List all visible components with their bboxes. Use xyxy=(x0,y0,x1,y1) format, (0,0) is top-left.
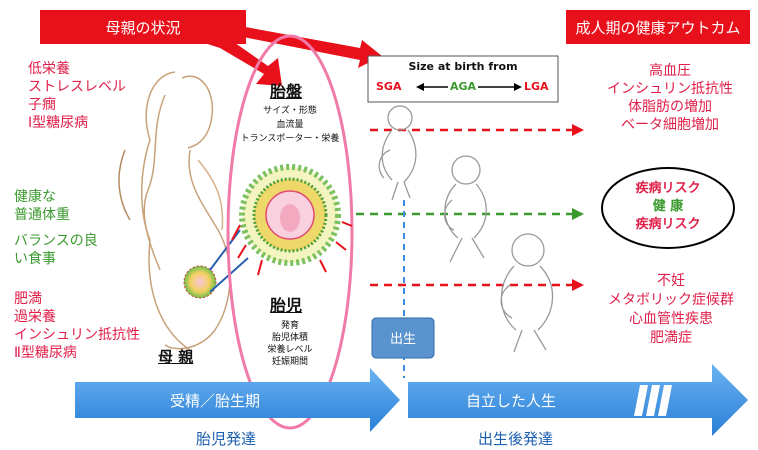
list-item: トランスポーター・栄養 xyxy=(240,132,340,146)
postnatal-label: 自立した人生 xyxy=(466,390,556,411)
list-item: Ⅰ型糖尿病 xyxy=(28,114,126,132)
prenatal-label: 受精／胎生期 xyxy=(170,390,260,411)
list-item: 健康な xyxy=(14,188,98,206)
adult-outcome-header-label: 成人期の健康アウトカム xyxy=(575,17,740,38)
fetus-items: 発育 胎児体積 栄養レベル 妊娠期間 xyxy=(246,320,334,368)
belly-embryo-icon xyxy=(184,266,216,298)
mother-group-healthy: 健康な 普通体重 バランスの良 い食事 xyxy=(14,188,98,268)
adult-outcome-header: 成人期の健康アウトカム xyxy=(566,10,750,44)
list-item: 子癇 xyxy=(28,96,126,114)
baby-sga-icon xyxy=(379,106,416,200)
mother-label: 母 親 xyxy=(158,346,193,367)
list-item: 肥満症 xyxy=(596,329,746,348)
postnatal-development-label: 出生後発達 xyxy=(478,428,553,449)
list-item: ベータ細胞増加 xyxy=(600,116,740,134)
list-item: い食事 xyxy=(14,250,98,268)
aga-label: AGA xyxy=(450,80,476,93)
placenta-items: サイズ・形態 血流量 トランスポーター・栄養 xyxy=(240,104,340,146)
list-item: インシュリン抵抗性 xyxy=(14,326,140,344)
outcome-top: 高血圧 インシュリン抵抗性 体脂肪の増加 ベータ細胞増加 xyxy=(600,62,740,134)
fetus-title: 胎児 xyxy=(270,292,302,316)
lga-label: LGA xyxy=(524,80,549,93)
list-item: メタボリック症候群 xyxy=(596,291,746,310)
list-item: Ⅱ型糖尿病 xyxy=(14,344,140,362)
list-item: インシュリン抵抗性 xyxy=(600,80,740,98)
mother-group-obesity: 肥満 過栄養 インシュリン抵抗性 Ⅱ型糖尿病 xyxy=(14,290,140,362)
list-item: 不妊 xyxy=(596,272,746,291)
prenatal-development-label: 胎児発達 xyxy=(196,428,256,449)
baby-aga-icon xyxy=(445,156,487,262)
list-item: 健 康 xyxy=(606,198,730,216)
embryo-icon xyxy=(232,167,352,275)
birth-label: 出生 xyxy=(372,328,434,347)
list-item: 発育 xyxy=(246,320,334,332)
list-item: 高血圧 xyxy=(600,62,740,80)
baby-lga-icon xyxy=(501,234,552,352)
list-item: ストレスレベル xyxy=(28,78,126,96)
list-item: 胎児体積 xyxy=(246,332,334,344)
list-item: 疾病リスク xyxy=(606,180,730,198)
list-item: サイズ・形態 xyxy=(240,104,340,118)
list-item: 栄養レベル xyxy=(246,344,334,356)
list-item: 心血管性疾患 xyxy=(596,310,746,329)
outcome-bottom: 不妊 メタボリック症候群 心血管性疾患 肥満症 xyxy=(596,272,746,348)
birth-size-title: Size at birth from xyxy=(368,60,558,73)
list-item: 肥満 xyxy=(14,290,140,308)
list-item: 体脂肪の増加 xyxy=(600,98,740,116)
placenta-title: 胎盤 xyxy=(270,78,302,102)
mother-group-undernutrition: 低栄養 ストレスレベル 子癇 Ⅰ型糖尿病 xyxy=(28,60,126,132)
outcome-middle: 疾病リスク 健 康 疾病リスク xyxy=(606,180,730,234)
maternal-status-header: 母親の状況 xyxy=(40,10,246,44)
list-item: 低栄養 xyxy=(28,60,126,78)
list-item: 普通体重 xyxy=(14,206,98,224)
sga-label: SGA xyxy=(376,80,401,93)
maternal-status-header-label: 母親の状況 xyxy=(105,17,180,38)
timeline-postnatal-arrow xyxy=(408,364,748,436)
list-item: 過栄養 xyxy=(14,308,140,326)
list-item: 疾病リスク xyxy=(606,216,730,234)
list-item: バランスの良 xyxy=(14,232,98,250)
list-item: 妊娠期間 xyxy=(246,356,334,368)
list-item: 血流量 xyxy=(240,118,340,132)
